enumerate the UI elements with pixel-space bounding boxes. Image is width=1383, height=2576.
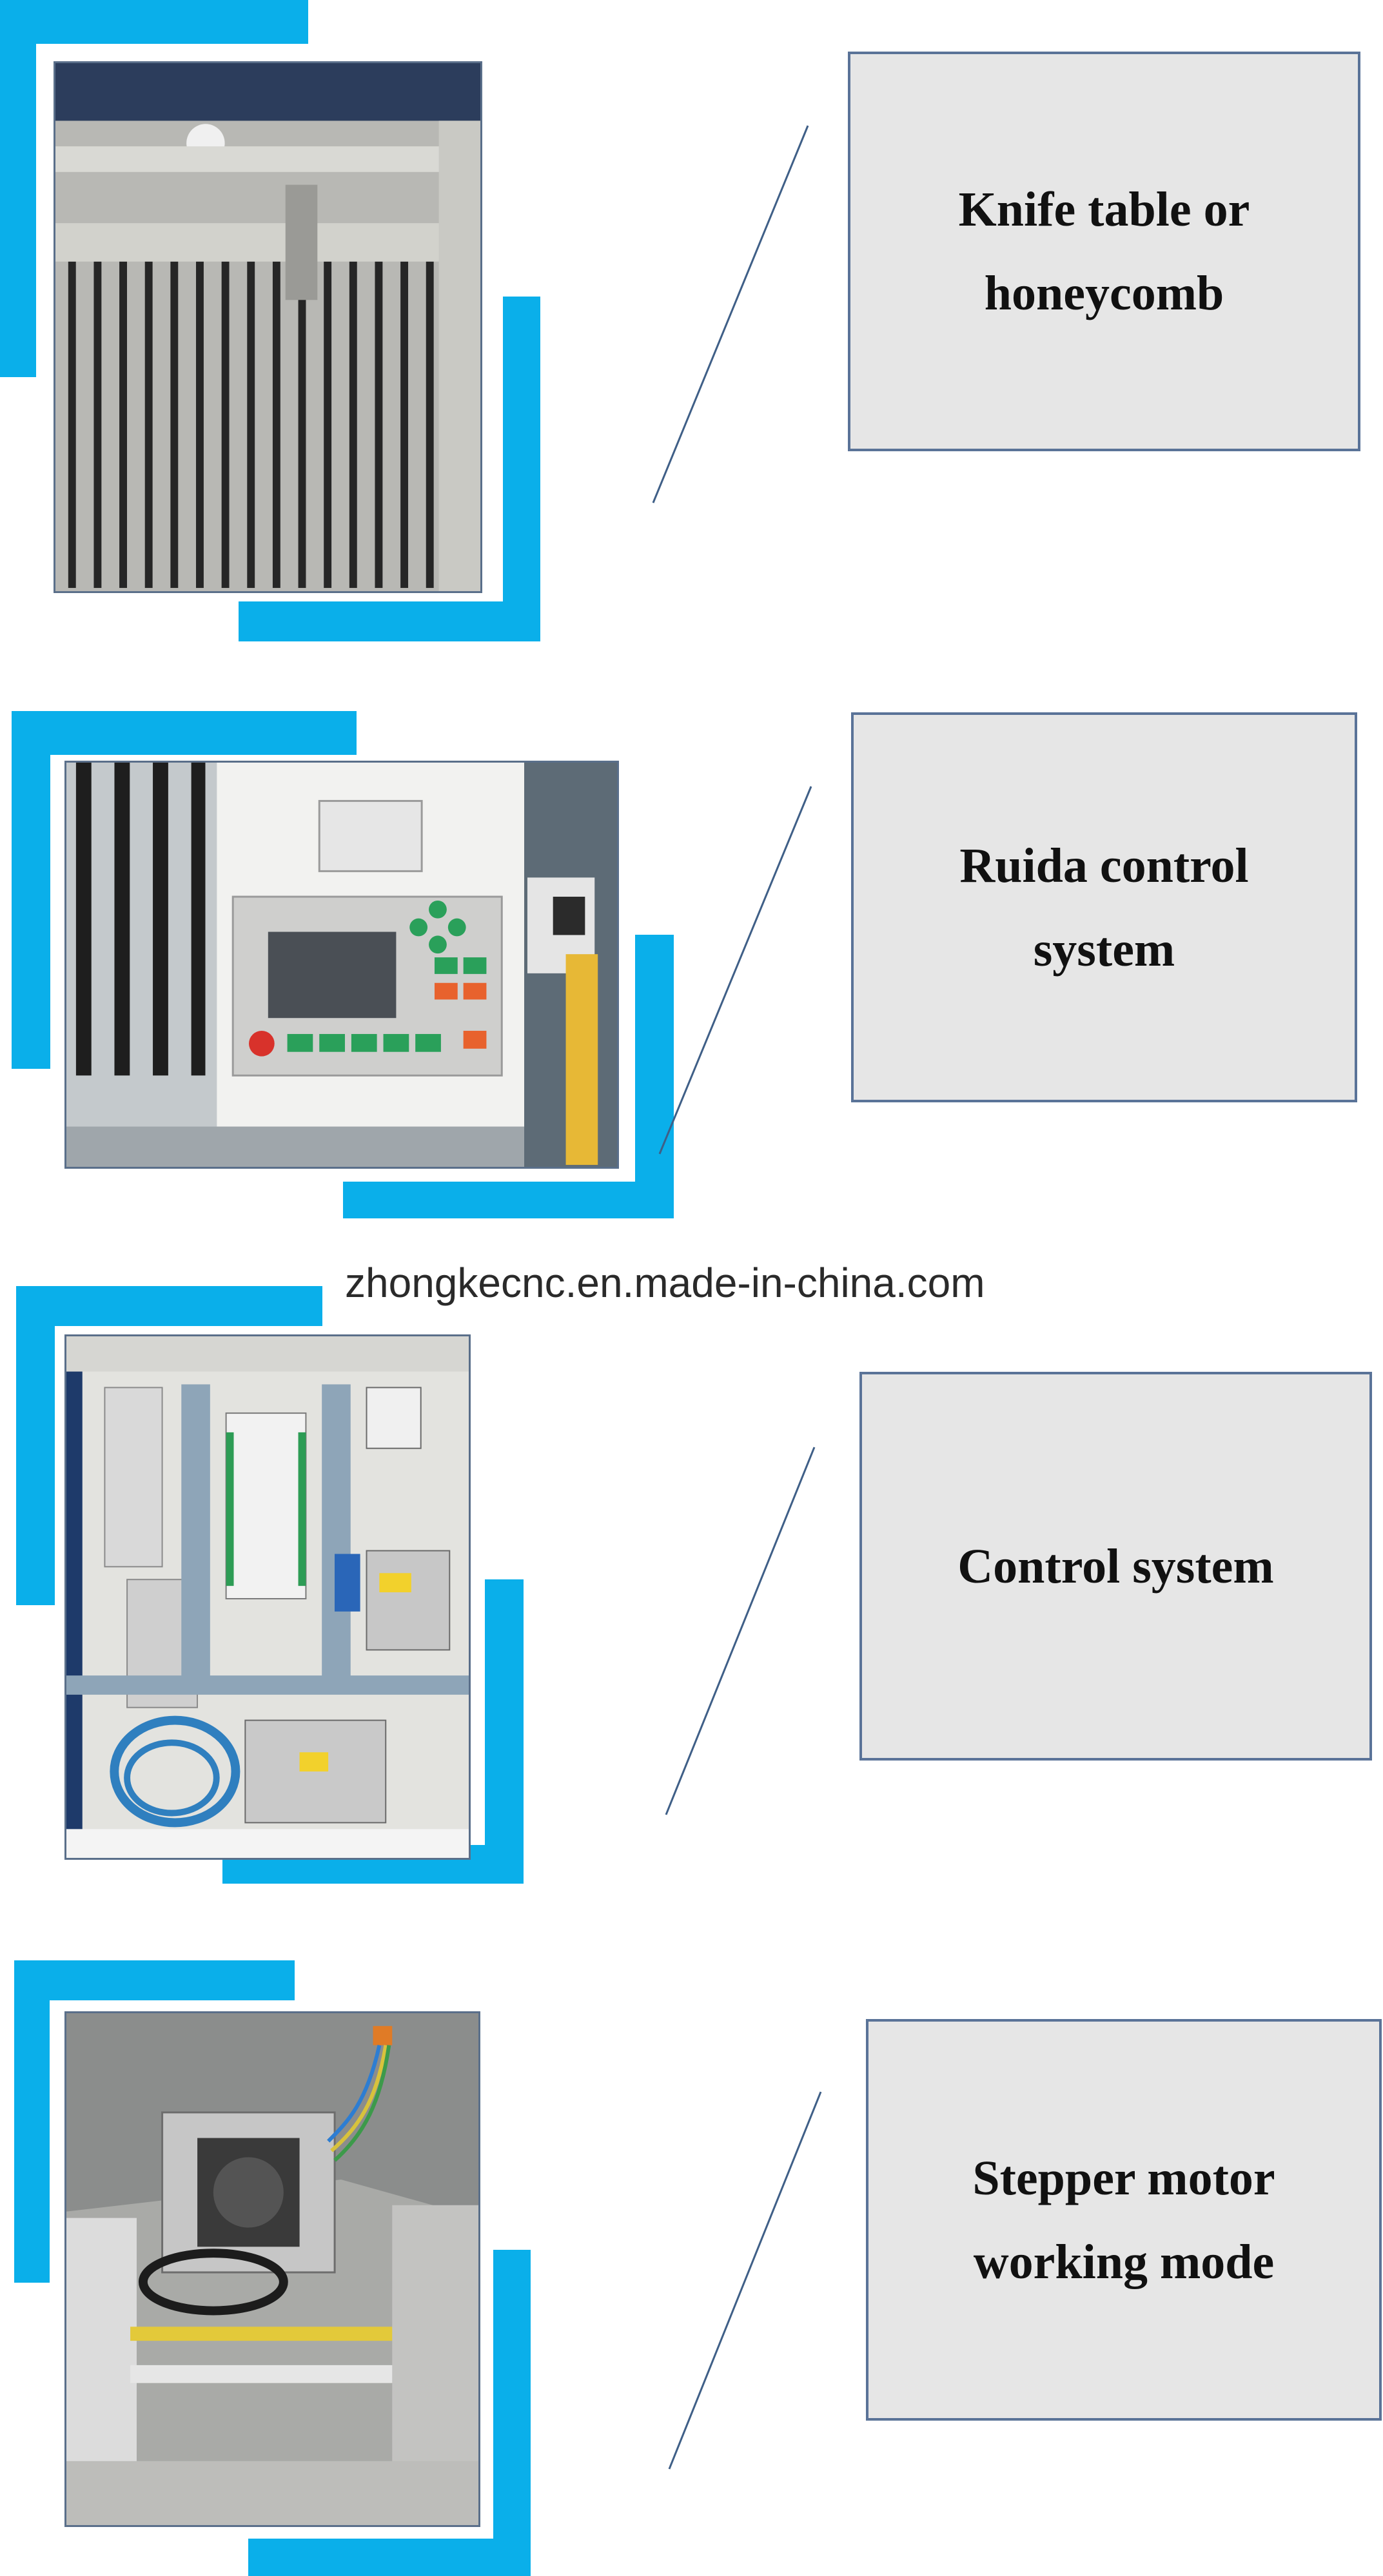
feature-label: Stepper motor working mode <box>972 2151 1275 2289</box>
connector-line <box>652 125 809 503</box>
feature-section-ruida: Ruida control system <box>0 645 1383 1257</box>
accent-bar-right <box>635 935 674 1218</box>
accent-bar-top <box>14 1960 295 2000</box>
accent-bar-bottom <box>343 1182 674 1218</box>
control-cabinet-photo <box>64 1334 471 1860</box>
accent-bar-left <box>0 0 36 377</box>
feature-label-box: Ruida control system <box>851 712 1357 1102</box>
connector-line <box>668 2091 822 2470</box>
feature-label: Control system <box>957 1539 1274 1594</box>
feature-label-box: Stepper motor working mode <box>866 2019 1382 2421</box>
accent-bar-left <box>12 711 50 1069</box>
stepper-motor-photo <box>64 2011 480 2527</box>
feature-label: Ruida control system <box>959 838 1249 977</box>
ruida-panel-photo <box>64 761 619 1169</box>
feature-section-control-system: Control system <box>0 1257 1383 1908</box>
knife-table-photo <box>54 61 482 593</box>
accent-bar-left <box>16 1286 55 1605</box>
accent-bar-right <box>503 297 540 641</box>
accent-bar-top <box>0 0 308 44</box>
accent-bar-bottom <box>248 2539 531 2576</box>
connector-line <box>665 1447 816 1815</box>
accent-bar-top <box>12 711 357 755</box>
feature-section-stepper-motor: Stepper motor working mode <box>0 1908 1383 2576</box>
accent-bar-right <box>493 2250 531 2576</box>
feature-label-box: Knife table or honeycomb <box>848 52 1360 451</box>
watermark-url: zhongkecnc.en.made-in-china.com <box>345 1260 985 1306</box>
feature-label-box: Control system <box>859 1372 1372 1761</box>
feature-label: Knife table or honeycomb <box>958 182 1250 320</box>
accent-bar-bottom <box>239 601 540 641</box>
feature-section-knife-table: Knife table or honeycomb <box>0 0 1383 645</box>
accent-bar-left <box>14 1960 50 2283</box>
accent-bar-top <box>16 1286 322 1326</box>
accent-bar-right <box>485 1579 524 1884</box>
connector-line <box>658 786 812 1155</box>
